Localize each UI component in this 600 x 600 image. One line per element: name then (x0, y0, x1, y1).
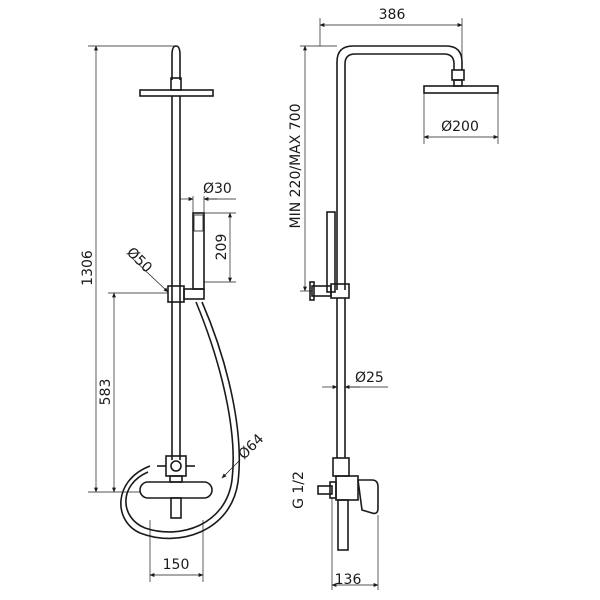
dim-bracket-diameter: Ø50 (123, 245, 155, 277)
front-diverter (165, 455, 187, 477)
front-riser-top (171, 45, 181, 80)
front-hose-outer (125, 301, 234, 533)
side-mixer-lever (357, 479, 379, 515)
front-dimensions: 1306 583 Ø50 Ø30 209 Ø64 150 (80, 45, 268, 582)
front-slide-bracket (167, 285, 185, 303)
side-gooseneck-outer (336, 45, 463, 290)
dim-hose-loop-diameter: Ø64 (236, 431, 268, 463)
side-inlet-connector (317, 485, 333, 495)
front-diverter-knob (170, 460, 182, 472)
dim-thread: G 1/2 (291, 471, 307, 509)
side-head-connector (451, 69, 465, 81)
side-gooseneck-inner (344, 53, 455, 290)
side-head-swivel (453, 79, 463, 87)
dim-total-height: 1306 (80, 250, 96, 286)
dim-height-range: MIN 220/MAX 700 (288, 104, 304, 229)
front-mixer-spout (170, 497, 182, 519)
front-hose-inner (120, 301, 241, 540)
side-shower-head (423, 85, 499, 94)
front-mixer-body (139, 481, 213, 499)
side-diverter (332, 457, 350, 477)
side-slide-bracket (330, 283, 350, 299)
side-knob-arm (311, 285, 332, 297)
dim-top-width: 386 (379, 7, 406, 23)
side-view (309, 45, 499, 551)
front-mixer-neck (169, 475, 183, 483)
front-holder-arm (183, 288, 205, 300)
side-mixer-spout (337, 499, 349, 551)
side-hand-shower (326, 211, 336, 293)
front-shower-head (139, 89, 214, 97)
dim-front-width: 150 (163, 557, 190, 573)
dim-head-diameter: Ø200 (441, 119, 479, 135)
side-mixer-body (335, 475, 359, 501)
dim-side-depth: 136 (335, 572, 362, 588)
front-hand-shower (192, 212, 205, 290)
dim-handshower-diameter: Ø30 (203, 181, 232, 197)
side-inlet-nut (329, 481, 337, 499)
side-dimensions: 386 Ø200 MIN 220/MAX 700 Ø25 G 1/2 136 (288, 7, 499, 590)
dim-mixer-height: 583 (98, 379, 114, 406)
front-hand-shower-spray-face (193, 214, 204, 232)
dim-handshower-length: 209 (214, 234, 230, 261)
dim-ø64-leader (221, 459, 241, 479)
front-view (120, 45, 241, 540)
dim-pipe-diameter: Ø25 (355, 370, 384, 386)
dim-ø50-leader (131, 257, 169, 293)
